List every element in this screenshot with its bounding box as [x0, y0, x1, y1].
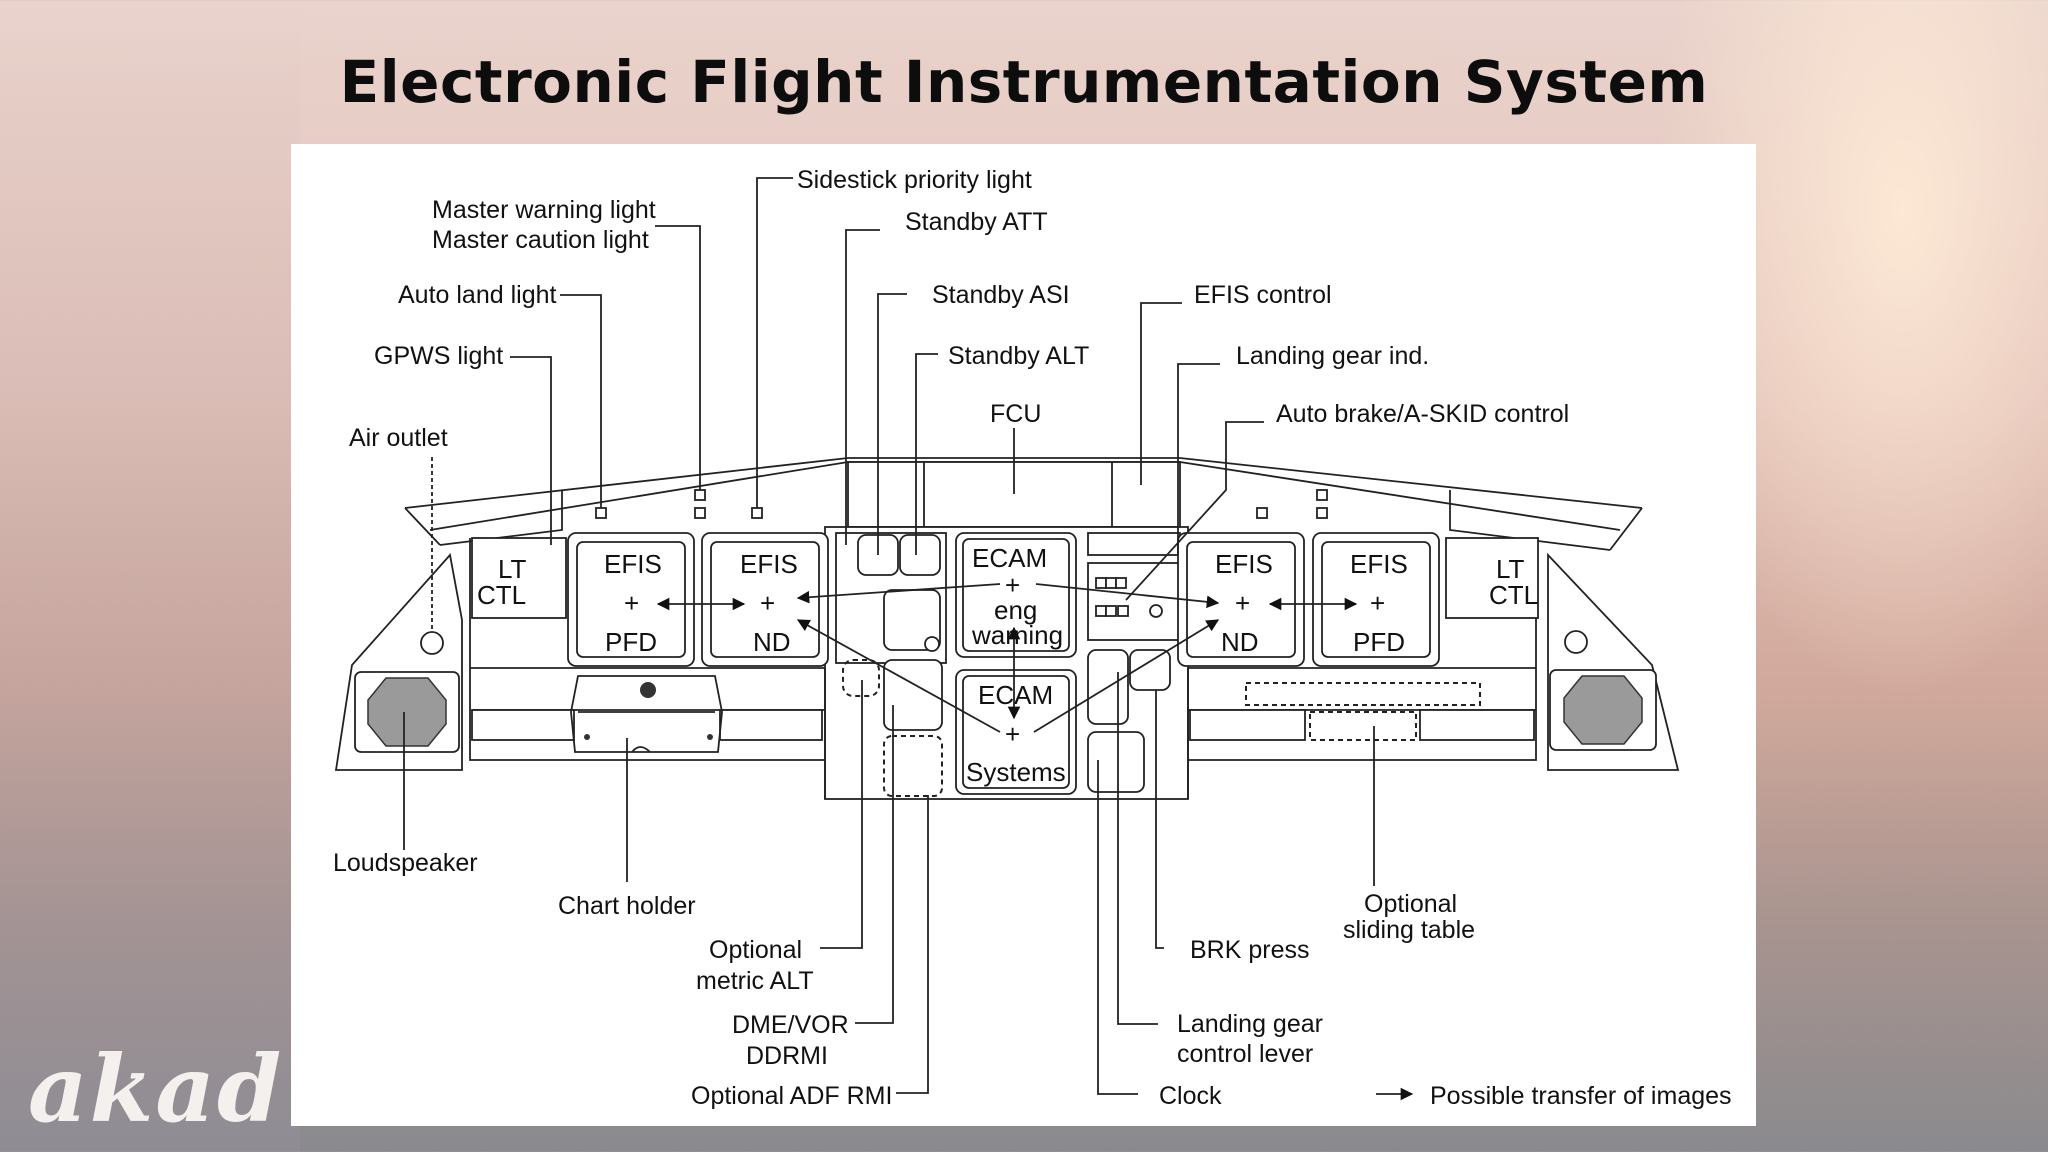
- left-speaker-wing: [334, 553, 463, 771]
- master-caution-light: [694, 507, 706, 519]
- background-haze: [0, 0, 300, 1152]
- callout-labels: Sidestick priority light Master warning …: [333, 166, 1732, 1110]
- master-warning-light: [694, 489, 706, 501]
- svg-text:ECAM: ECAM: [978, 680, 1053, 710]
- svg-text:+: +: [1370, 588, 1385, 618]
- label-standby-asi: Standby ASI: [932, 281, 1070, 309]
- fcu-panel: [847, 461, 1181, 528]
- label-efis-control: EFIS control: [1194, 281, 1332, 309]
- ecam-upper-display: ECAM + eng warning: [955, 532, 1077, 658]
- svg-text:EFIS: EFIS: [1350, 549, 1408, 579]
- svg-text:EFIS: EFIS: [740, 549, 798, 579]
- label-clock: Clock: [1159, 1082, 1222, 1110]
- label-dme-vor-2: DDRMI: [746, 1042, 828, 1070]
- watermark-logo: akad: [28, 1035, 284, 1143]
- image-transfer-arrows: [656, 583, 1358, 733]
- air-outlet-left: [420, 631, 444, 655]
- svg-text:Systems: Systems: [966, 757, 1066, 787]
- sidestick-priority-light: [751, 507, 763, 519]
- svg-text:PFD: PFD: [1353, 627, 1405, 657]
- label-chart-holder: Chart holder: [558, 892, 696, 920]
- callout-leaders: [403, 177, 1414, 1101]
- label-sidestick-priority-light: Sidestick priority light: [797, 166, 1032, 194]
- label-optional-sliding-table-2: sliding table: [1343, 916, 1475, 944]
- air-outlet-right: [1564, 630, 1588, 654]
- optional-sliding-table: [1245, 682, 1481, 741]
- svg-text:PFD: PFD: [605, 627, 657, 657]
- svg-text:LT: LT: [498, 554, 527, 584]
- svg-text:warning: warning: [971, 620, 1063, 650]
- slide-title: Electronic Flight Instrumentation System: [339, 48, 1709, 116]
- label-landing-gear-lever-2: control lever: [1177, 1040, 1313, 1068]
- label-optional-metric-alt-1: Optional: [709, 936, 802, 964]
- label-optional-metric-alt-2: metric ALT: [696, 967, 814, 995]
- efis-pfd-right: EFIS + PFD: [1312, 532, 1440, 667]
- svg-text:CTL: CTL: [1489, 580, 1538, 610]
- svg-text:ND: ND: [753, 627, 791, 657]
- svg-text:+: +: [1005, 719, 1020, 749]
- label-optional-sliding-table-1: Optional: [1364, 890, 1457, 918]
- label-loudspeaker: Loudspeaker: [333, 849, 478, 877]
- chart-holder: [570, 675, 723, 753]
- svg-text:+: +: [624, 588, 639, 618]
- efis-pfd-left: EFIS + PFD: [567, 532, 695, 667]
- svg-text:ND: ND: [1221, 627, 1259, 657]
- label-auto-land-light: Auto land light: [398, 281, 557, 309]
- label-gpws-light: GPWS light: [374, 342, 503, 370]
- label-standby-att: Standby ATT: [905, 208, 1048, 236]
- svg-text:EFIS: EFIS: [604, 549, 662, 579]
- ecam-lower-display: ECAM + Systems: [955, 669, 1077, 795]
- svg-text:EFIS: EFIS: [1215, 549, 1273, 579]
- auto-land-light: [595, 507, 607, 519]
- efis-nd-left: EFIS + ND: [701, 532, 829, 667]
- label-auto-brake: Auto brake/A-SKID control: [1276, 400, 1569, 428]
- svg-text:CTL: CTL: [477, 580, 526, 610]
- label-standby-alt: Standby ALT: [948, 342, 1089, 370]
- label-master-caution-light: Master caution light: [432, 226, 649, 254]
- legend-transfer-of-images: Possible transfer of images: [1430, 1082, 1732, 1110]
- landing-gear-brake-area: [1087, 532, 1181, 793]
- label-landing-gear-lever-1: Landing gear: [1177, 1010, 1323, 1038]
- lt-ctl-left-panel: LT CTL: [471, 537, 567, 619]
- svg-text:+: +: [1005, 570, 1020, 600]
- svg-text:+: +: [760, 588, 775, 618]
- right-speaker-wing: [1547, 552, 1680, 771]
- standby-instruments: [835, 532, 947, 797]
- efis-nd-right: EFIS + ND: [1177, 532, 1305, 667]
- svg-text:eng: eng: [994, 595, 1037, 625]
- label-fcu: FCU: [990, 400, 1041, 428]
- label-air-outlet: Air outlet: [349, 424, 448, 452]
- svg-text:ECAM: ECAM: [972, 543, 1047, 573]
- label-master-warning-light: Master warning light: [432, 196, 656, 224]
- lt-ctl-right-panel: LT CTL: [1445, 537, 1539, 619]
- label-dme-vor-1: DME/VOR: [732, 1011, 849, 1039]
- svg-text:LT: LT: [1496, 554, 1525, 584]
- svg-text:+: +: [1235, 588, 1250, 618]
- label-optional-adf-rmi: Optional ADF RMI: [691, 1082, 892, 1110]
- label-landing-gear-ind: Landing gear ind.: [1236, 342, 1429, 370]
- label-brk-press: BRK press: [1190, 936, 1309, 964]
- standby-alt: [899, 534, 941, 576]
